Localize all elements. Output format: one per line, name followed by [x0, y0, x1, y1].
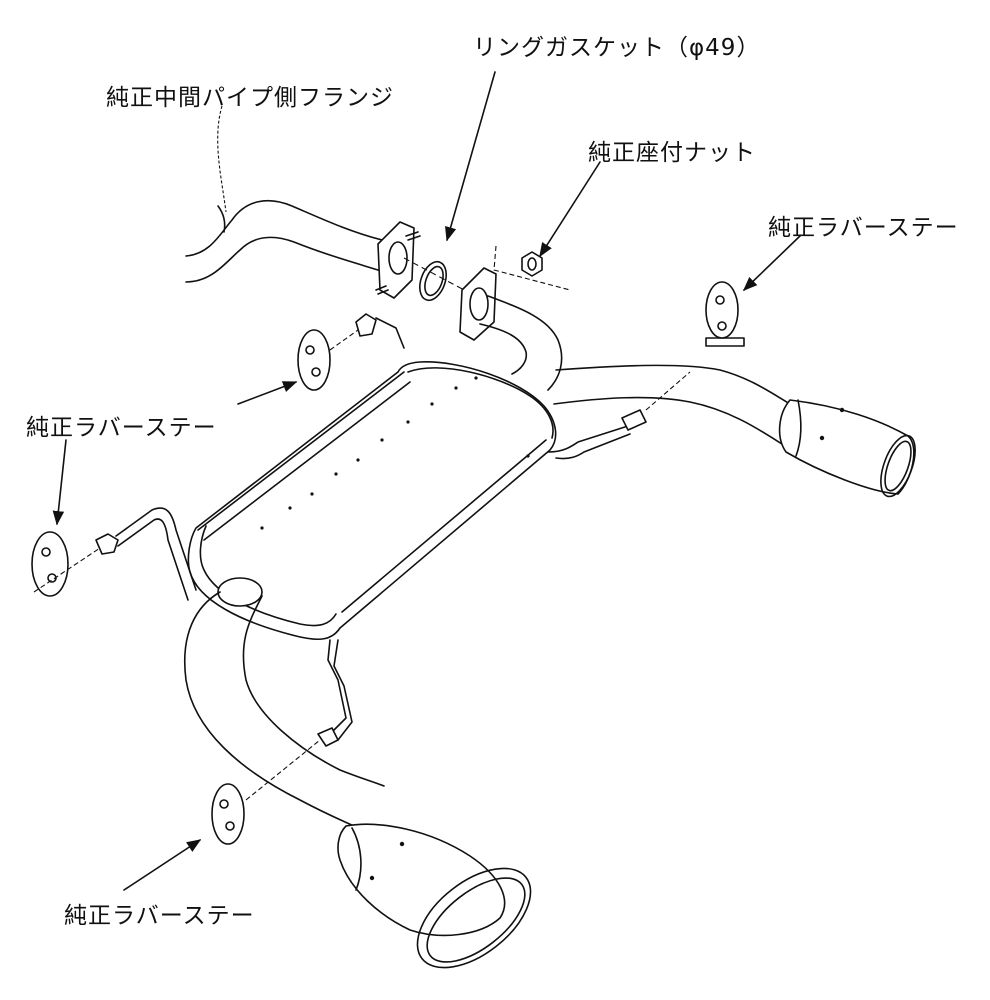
- label-oem-mid-pipe-flange: 純正中間パイプ側フランジ: [106, 85, 394, 111]
- oem-flange: [375, 221, 421, 299]
- leader-stay-right: [742, 235, 801, 291]
- leader-stay-left: [52, 439, 67, 526]
- right-hanger-rod: [547, 371, 691, 460]
- right-outlet-pipe: [553, 364, 916, 498]
- rubber-stay-right: [705, 281, 745, 347]
- leader-flange: [217, 105, 227, 213]
- label-oem-rubber-stay-bottom: 純正ラバーステー: [64, 903, 255, 929]
- label-oem-rubber-stay-left: 純正ラバーステー: [26, 415, 217, 441]
- left-outlet-pipe: [184, 577, 532, 969]
- inlet-flange-pipe: [459, 267, 563, 391]
- oem-mid-pipe: [185, 199, 383, 283]
- leader-gasket: [445, 71, 496, 242]
- label-oem-seated-nut: 純正座付ナット: [588, 140, 756, 166]
- muffler-rivets: [260, 376, 530, 530]
- leader-lines: [52, 71, 801, 891]
- leader-nut: [539, 161, 601, 258]
- ring-gasket: [419, 260, 447, 302]
- oem-nut: [493, 245, 571, 291]
- leader-stay-left-upper: [237, 381, 298, 405]
- rubber-stay-bottom: [211, 639, 353, 845]
- rubber-stay-left: [31, 507, 197, 601]
- muffler-body: [187, 361, 557, 641]
- rubber-stay-left-upper: [297, 313, 405, 391]
- leader-stay-bottom: [123, 839, 202, 891]
- label-ring-gasket: リングガスケット（φ49）: [473, 35, 761, 61]
